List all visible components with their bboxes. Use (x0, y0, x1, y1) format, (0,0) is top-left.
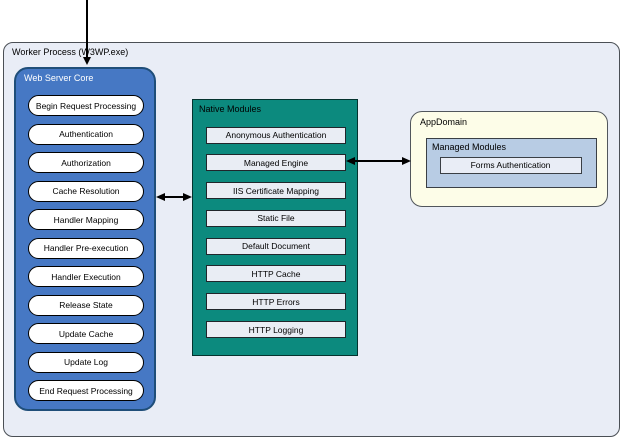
native-modules-box: Native Modules Anonymous Authentication … (192, 99, 358, 356)
managedengine-appdomain-arrow (346, 156, 411, 166)
pipeline-stage: Handler Pre-execution (28, 237, 144, 259)
managed-modules-label: Managed Modules (432, 142, 507, 152)
pipeline-stage: Authentication (28, 123, 144, 145)
native-modules-label: Native Modules (199, 104, 262, 114)
pipeline-stage-label: Handler Execution (51, 271, 121, 282)
appdomain-label: AppDomain (420, 117, 468, 127)
pipeline-stage-label: End Request Processing (39, 385, 133, 396)
web-server-core-box: Web Server Core Begin Request Processing… (14, 67, 156, 411)
native-module: IIS Certificate Mapping (206, 182, 346, 200)
native-module-list: Anonymous Authentication Managed Engine … (206, 126, 346, 339)
pipeline-stage-label: Handler Mapping (53, 214, 119, 225)
pipeline-stage: Handler Mapping (28, 209, 144, 230)
pipeline-stage-label: Cache Resolution (52, 186, 120, 196)
pipeline-stage-label: Update Log (64, 357, 108, 367)
pipeline-stage: Release State (28, 294, 144, 316)
native-module: Managed Engine (206, 154, 346, 172)
pipeline-stage-label: Update Cache (58, 328, 114, 339)
pipeline-stage: Handler Execution (28, 266, 144, 287)
pipeline-stage: Cache Resolution (28, 180, 144, 202)
pipeline-stage: Update Cache (28, 323, 144, 344)
appdomain-box: AppDomain Managed Modules Forms Authenti… (410, 111, 608, 207)
native-module-label: IIS Certificate Mapping (233, 185, 319, 196)
native-module: Anonymous Authentication (206, 126, 346, 144)
managed-module-label: Forms Authentication (470, 160, 551, 170)
native-module-label: Static File (257, 213, 295, 224)
native-module-label: HTTP Errors (252, 296, 300, 307)
native-module: HTTP Errors (206, 293, 346, 311)
pipeline-stage: Authorization (28, 152, 144, 173)
pipeline-stage-list: Begin Request Processing Authentication … (28, 95, 144, 401)
native-module-label: Managed Engine (243, 157, 309, 168)
core-nativemodules-arrow-line (163, 196, 185, 198)
managedengine-appdomain-arrow-line (353, 160, 404, 162)
native-module: Static File (206, 209, 346, 227)
incoming-request-arrow-line (86, 0, 88, 58)
pipeline-stage: Begin Request Processing (28, 95, 144, 116)
native-module: HTTP Logging (206, 321, 346, 339)
native-module: HTTP Cache (206, 265, 346, 283)
pipeline-stage-label: Authorization (61, 157, 111, 168)
native-module: Default Document (206, 237, 346, 255)
web-server-core-label: Web Server Core (24, 73, 94, 83)
core-nativemodules-arrow (156, 192, 192, 202)
pipeline-stage-label: Release State (59, 300, 113, 310)
managed-module-list: Forms Authentication (439, 156, 582, 174)
arrow-down-icon (82, 57, 91, 65)
native-module-label: HTTP Logging (248, 324, 304, 335)
native-module-label: Anonymous Authentication (225, 130, 327, 140)
pipeline-stage: Update Log (28, 351, 144, 373)
worker-process-label: Worker Process (W3WP.exe) (12, 47, 129, 57)
native-module-label: Default Document (241, 241, 311, 252)
managed-module: Forms Authentication (439, 156, 582, 174)
pipeline-stage-label: Authentication (59, 129, 113, 139)
managed-modules-box: Managed Modules Forms Authentication (426, 138, 597, 188)
pipeline-stage: End Request Processing (28, 380, 144, 401)
native-module-label: HTTP Cache (251, 268, 301, 279)
pipeline-stage-label: Begin Request Processing (35, 100, 137, 111)
pipeline-stage-label: Handler Pre-execution (43, 243, 129, 253)
